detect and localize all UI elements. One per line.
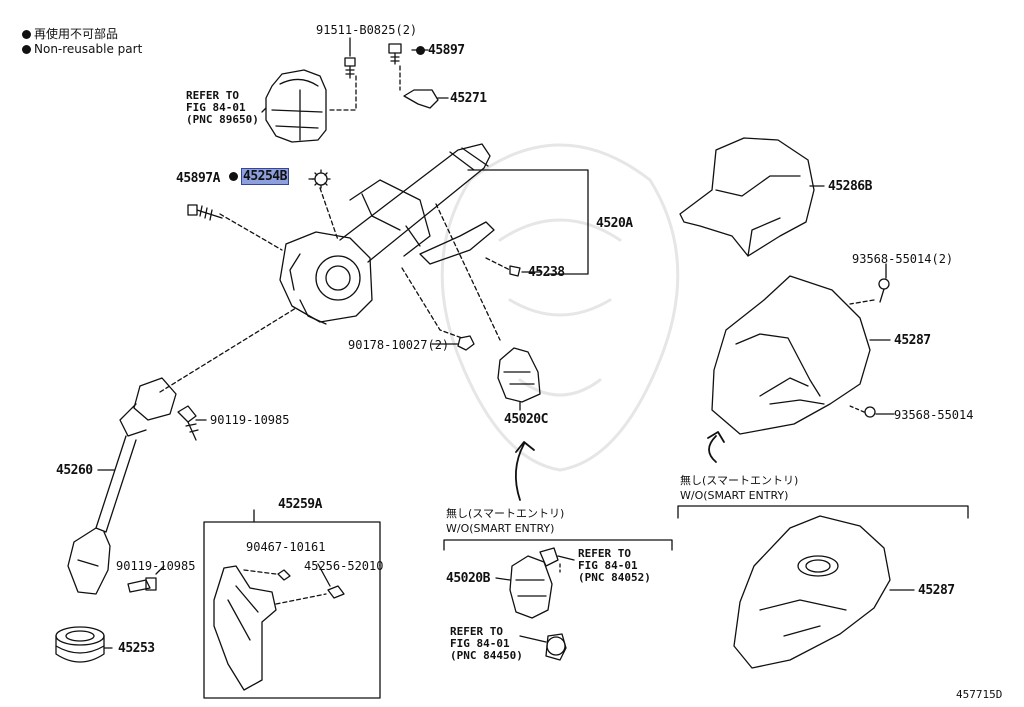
bolt-45897A — [187, 204, 223, 221]
note-smart-entry-jp-right: 無し(スマートエントリ) — [680, 474, 799, 487]
label-45260[interactable]: 45260 — [56, 463, 93, 478]
bolt-90119-lower — [127, 577, 157, 593]
legend-english-text: Non-reusable part — [34, 42, 143, 56]
filled-dot-icon — [416, 46, 425, 55]
grommet-45253 — [55, 626, 105, 663]
clip-45271 — [403, 89, 439, 109]
label-45254B-highlight: 45254B — [241, 168, 289, 185]
cover-45287-a — [711, 275, 871, 435]
filled-dot-icon — [229, 172, 238, 181]
label-ref-89650[interactable]: REFER TO FIG 84-01 (PNC 89650) — [186, 89, 259, 126]
label-45897[interactable]: 45897 — [416, 44, 465, 57]
label-45287-a[interactable]: 45287 — [894, 333, 931, 348]
bolt-91511 — [344, 57, 356, 79]
label-45238[interactable]: 45238 — [528, 265, 565, 280]
connector-84052 — [539, 547, 559, 567]
bolt-90119-upper — [177, 405, 199, 441]
legend-japanese: 再使用不可部品 — [22, 28, 118, 41]
label-45020B[interactable]: 45020B — [446, 571, 490, 586]
label-45897-text: 45897 — [428, 43, 465, 58]
label-45020C[interactable]: 45020C — [504, 412, 548, 427]
label-90467[interactable]: 90467-10161 — [246, 540, 326, 554]
label-93568-b[interactable]: 93568-55014 — [894, 408, 974, 422]
protector-45259A — [213, 565, 277, 691]
legend-english: Non-reusable part — [22, 43, 142, 56]
ignition-housing — [265, 69, 327, 143]
filled-dot-icon — [22, 30, 31, 39]
shaft-45260 — [67, 377, 177, 595]
label-45253[interactable]: 45253 — [118, 641, 155, 656]
label-ref-84052[interactable]: REFER TO FIG 84-01 (PNC 84052) — [578, 547, 651, 584]
legend-japanese-text: 再使用不可部品 — [34, 27, 119, 41]
gear-45254B — [311, 169, 331, 189]
label-45287-b[interactable]: 45287 — [918, 583, 955, 598]
note-smart-entry-en-center: W/O(SMART ENTRY) — [446, 522, 555, 535]
cover-45287-b — [733, 515, 891, 669]
switch-84450 — [545, 633, 567, 661]
nut-90178 — [457, 335, 475, 351]
label-90178[interactable]: 90178-10027(2) — [348, 338, 450, 352]
label-90119-lower[interactable]: 90119-10985 — [116, 559, 196, 573]
label-ref-84450[interactable]: REFER TO FIG 84-01 (PNC 84450) — [450, 625, 523, 662]
note-smart-entry-en-right: W/O(SMART ENTRY) — [680, 489, 789, 502]
cover-45286B — [679, 137, 815, 257]
label-45897A[interactable]: 45897A — [176, 171, 220, 186]
label-45286B[interactable]: 45286B — [828, 179, 872, 194]
filled-dot-icon — [22, 45, 31, 54]
label-4520A[interactable]: 4520A — [596, 216, 633, 231]
steering-column — [279, 143, 495, 325]
switch-45020B — [509, 555, 553, 619]
screw-93568-b — [849, 405, 876, 418]
screw-93568-a — [878, 278, 890, 303]
label-93568-a[interactable]: 93568-55014(2) — [852, 252, 954, 266]
bolt-45897 — [388, 43, 402, 65]
box-45259A — [203, 521, 381, 699]
note-smart-entry-jp-center: 無し(スマートエントリ) — [446, 507, 565, 520]
label-45256[interactable]: 45256-52010 — [304, 559, 384, 573]
label-45259A[interactable]: 45259A — [278, 497, 322, 512]
diagram-id: 457715D — [956, 688, 1003, 701]
watermark — [440, 143, 680, 472]
label-45254B[interactable]: 45254B — [229, 168, 289, 185]
label-90119-upper[interactable]: 90119-10985 — [210, 413, 290, 427]
label-45271[interactable]: 45271 — [450, 91, 487, 106]
label-91511[interactable]: 91511-B0825(2) — [316, 23, 418, 37]
switch-45020C — [497, 347, 541, 403]
part-45238 — [509, 265, 521, 277]
